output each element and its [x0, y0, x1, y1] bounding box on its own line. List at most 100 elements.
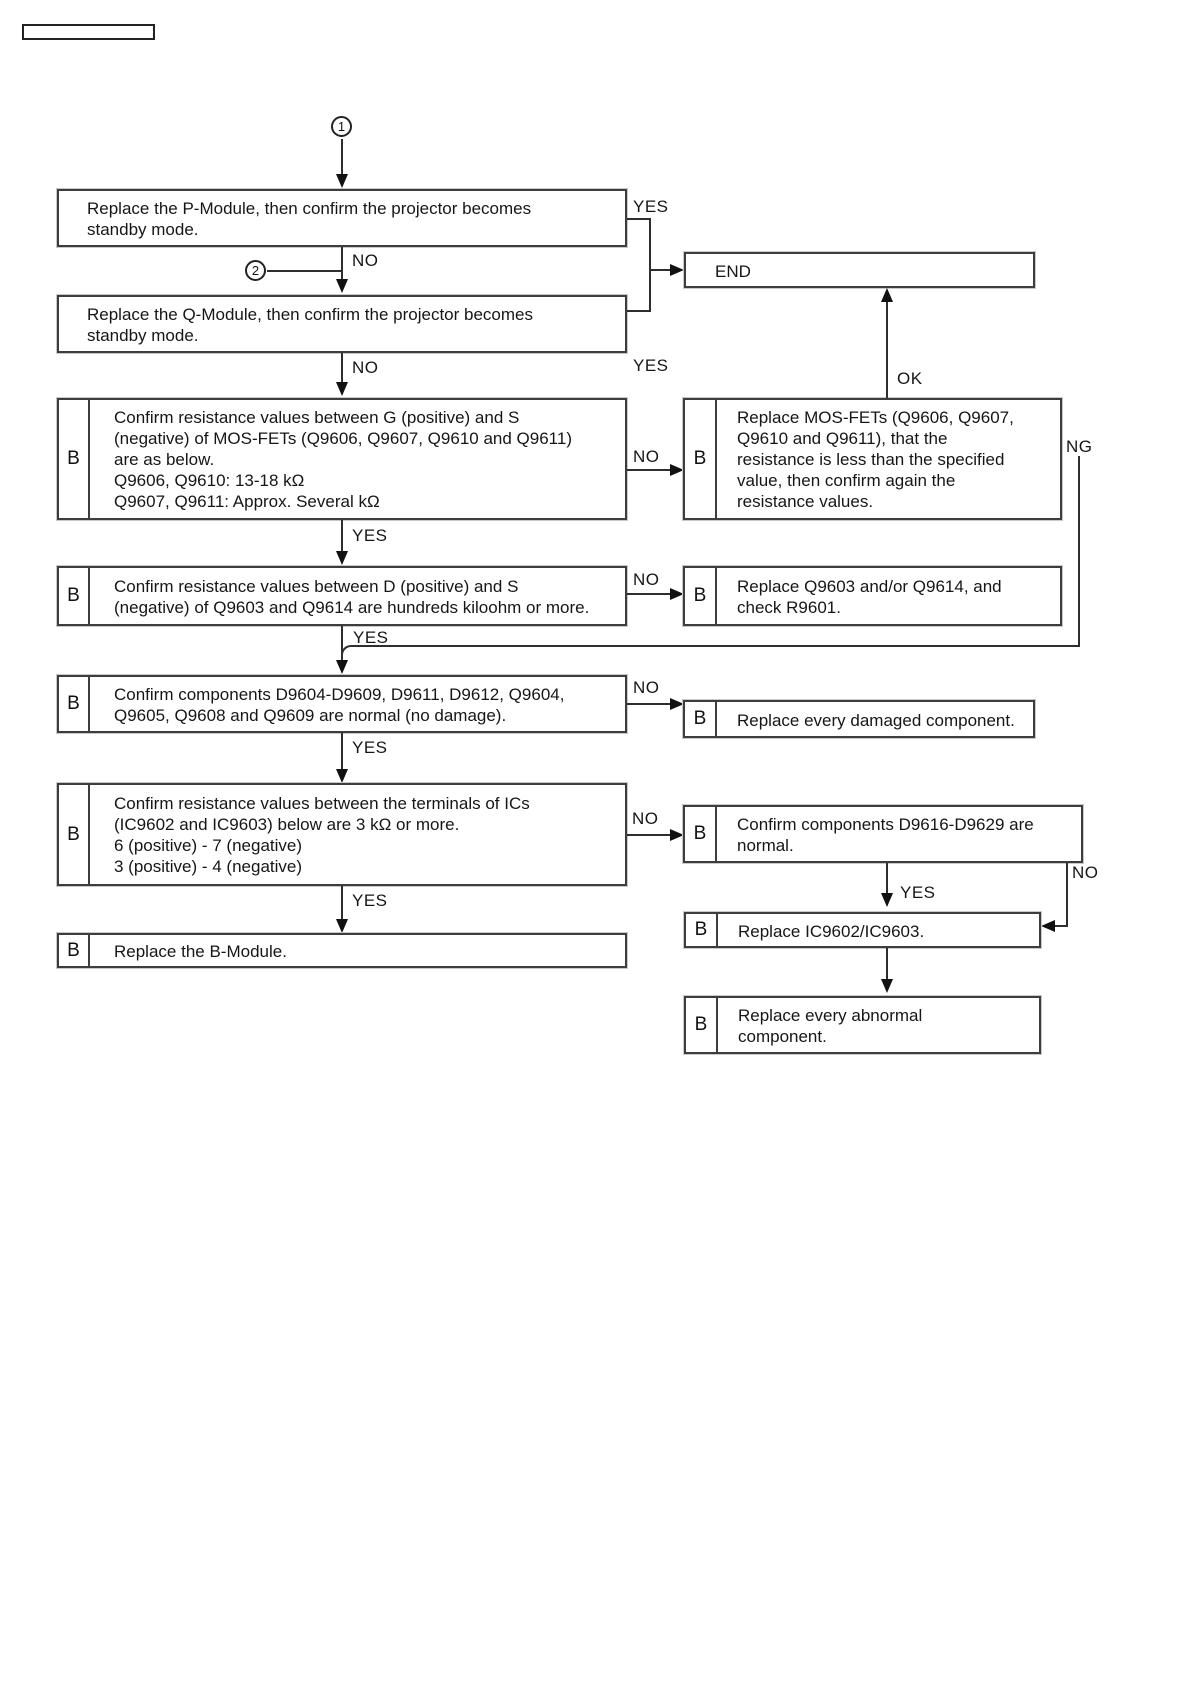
label-yes-d9616: YES — [900, 883, 936, 902]
box-confirm-d9616-text: Confirm components D9616-D9629 are norma… — [737, 815, 1034, 855]
arrowhead-no-into-replace-ic — [1041, 920, 1055, 932]
flow-line-p-to-q — [341, 247, 343, 280]
label-no-ds: NO — [633, 570, 660, 589]
arrowhead-into-q-module — [336, 279, 348, 293]
arrowhead-into-p-module — [336, 174, 348, 188]
box-confirm-ic-terminals-text: Confirm resistance values between the te… — [114, 794, 530, 876]
no-line-components — [627, 703, 671, 705]
no-line-ds — [627, 593, 671, 595]
flow-line-q-to-gs — [341, 353, 343, 383]
b-badge-replace-damaged: B — [685, 702, 717, 736]
box-confirm-gs-text: Confirm resistance values between G (pos… — [114, 408, 572, 511]
b-badge-letter: B — [693, 823, 707, 844]
b-badge-confirm-d9616: B — [685, 807, 717, 861]
box-replace-ic: B Replace IC9602/IC9603. — [684, 912, 1041, 948]
flow-line-ic-to-bmodule — [341, 886, 343, 928]
b-badge-replace-mosfets: B — [685, 400, 717, 518]
b-badge-letter: B — [694, 1014, 708, 1035]
no-line-gs — [627, 469, 671, 471]
box-replace-mosfets: B Replace MOS-FETs (Q9606, Q9607, Q9610 … — [683, 398, 1062, 520]
label-yes-q-module: YES — [633, 356, 669, 375]
box-end-text: END — [715, 262, 751, 281]
b-badge-confirm-gs: B — [59, 400, 90, 518]
box-replace-damaged: B Replace every damaged component. — [683, 700, 1035, 738]
label-no-1: NO — [352, 251, 379, 270]
b-badge-replace-b-module: B — [59, 935, 90, 966]
b-badge-confirm-components: B — [59, 677, 90, 731]
arrowhead-into-confirm-ds — [336, 551, 348, 565]
box-confirm-components-text: Confirm components D9604-D9609, D9611, D… — [114, 685, 565, 725]
flow-line-components-to-ic — [341, 733, 343, 777]
yes-stub-q-module — [627, 310, 651, 312]
label-yes-p-module: YES — [633, 197, 669, 216]
box-confirm-d9616: B Confirm components D9616-D9629 are nor… — [683, 805, 1083, 863]
header-placeholder-rect — [22, 24, 155, 40]
b-badge-letter: B — [694, 919, 708, 940]
yes-bracket-line — [649, 218, 651, 312]
box-replace-b-module: B Replace the B-Module. — [57, 933, 627, 968]
b-badge-letter: B — [693, 585, 707, 606]
label-ok: OK — [897, 369, 923, 388]
b-badge-letter: B — [693, 708, 707, 729]
b-badge-letter: B — [67, 823, 80, 845]
b-badge-replace-q9603: B — [685, 568, 717, 624]
flow-line-ds-to-components — [341, 626, 343, 661]
b-badge-replace-abnormal: B — [686, 998, 718, 1052]
arrowhead-into-replace-ic — [881, 893, 893, 907]
box-replace-p-module: Replace the P-Module, then confirm the p… — [57, 189, 627, 247]
box-confirm-ic-terminals: B Confirm resistance values between the … — [57, 783, 627, 886]
b-badge-letter: B — [693, 448, 707, 469]
box-replace-b-module-text: Replace the B-Module. — [114, 942, 287, 961]
arrowhead-into-confirm-components — [336, 660, 348, 674]
b-badge-letter: B — [67, 693, 80, 714]
box-end: END — [684, 252, 1035, 288]
label-no-components: NO — [633, 678, 660, 697]
arrowhead-into-end — [670, 264, 684, 276]
no-line-ic — [627, 834, 671, 836]
label-no-2: NO — [352, 358, 379, 377]
box-replace-mosfets-text: Replace MOS-FETs (Q9606, Q9607, Q9610 an… — [737, 408, 1014, 511]
box-confirm-components: B Confirm components D9604-D9609, D9611,… — [57, 675, 627, 733]
box-replace-abnormal-text: Replace every abnormal component. — [738, 1006, 923, 1046]
arrowhead-into-confirm-gs — [336, 382, 348, 396]
no-line-d9616-vertical — [1066, 863, 1068, 927]
box-replace-ic-text: Replace IC9602/IC9603. — [738, 922, 925, 941]
ng-line-vertical — [1078, 456, 1080, 647]
b-badge-replace-ic: B — [686, 914, 718, 946]
arrowhead-into-confirm-d9616 — [670, 829, 684, 841]
box-confirm-ds: B Confirm resistance values between D (p… — [57, 566, 627, 626]
b-badge-confirm-ic: B — [59, 785, 90, 884]
label-no-gs: NO — [633, 447, 660, 466]
label-yes-ic: YES — [352, 891, 388, 910]
arrowhead-into-confirm-ic — [336, 769, 348, 783]
marker-2-connector — [267, 270, 342, 272]
entry-marker-1-text: 1 — [337, 119, 346, 134]
flow-line-entry — [341, 139, 343, 175]
box-replace-q-module: Replace the Q-Module, then confirm the p… — [57, 295, 627, 353]
arrowhead-into-replace-abnormal — [881, 979, 893, 993]
no-line-d9616-horizontal — [1053, 925, 1068, 927]
entry-marker-1: 1 — [331, 116, 352, 137]
box-confirm-gs: B Confirm resistance values between G (p… — [57, 398, 627, 520]
box-replace-p-module-text: Replace the P-Module, then confirm the p… — [87, 199, 532, 239]
flow-line-gs-to-ds — [341, 520, 343, 552]
entry-marker-2: 2 — [245, 260, 266, 281]
box-replace-q9603-text: Replace Q9603 and/or Q9614, and check R9… — [737, 577, 1002, 617]
b-badge-letter: B — [67, 939, 80, 961]
arrowhead-into-replace-b-module — [336, 919, 348, 933]
label-yes-ds: YES — [353, 628, 389, 647]
yes-line-d9616 — [886, 863, 888, 894]
box-replace-abnormal: B Replace every abnormal component. — [684, 996, 1041, 1054]
ok-line — [886, 300, 888, 398]
arrowhead-into-replace-damaged — [670, 698, 684, 710]
entry-marker-2-text: 2 — [251, 263, 260, 278]
label-no-d9616: NO — [1072, 863, 1099, 882]
b-badge-confirm-ds: B — [59, 568, 90, 624]
yes-stub-p-module — [627, 218, 651, 220]
label-ng: NG — [1066, 437, 1093, 456]
ng-line-horizontal — [352, 645, 1080, 647]
box-confirm-ds-text: Confirm resistance values between D (pos… — [114, 577, 590, 617]
box-replace-q9603: B Replace Q9603 and/or Q9614, and check … — [683, 566, 1062, 626]
arrowhead-into-replace-mosfets — [670, 464, 684, 476]
label-no-ic: NO — [632, 809, 659, 828]
